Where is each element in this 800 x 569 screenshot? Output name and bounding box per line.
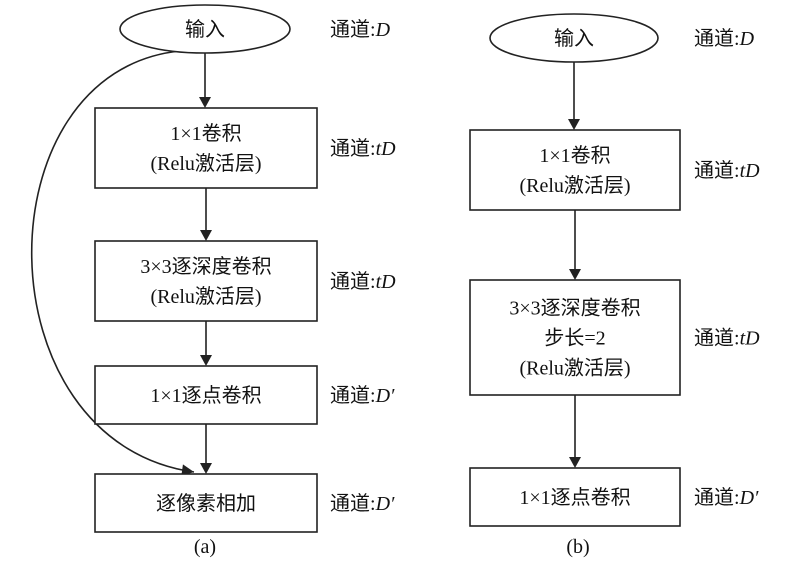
box-shape [469,467,681,527]
node-label-line: (Relu激活层) [150,152,261,175]
node-label-line: (Relu激活层) [519,357,630,380]
node-label-line: 1×1卷积 [170,122,241,145]
node-b-pwconv: 1×1逐点卷积 [469,467,681,527]
channel-symbol: D′ [739,487,759,509]
node-b-conv1: 1×1卷积 (Relu激活层) [469,129,681,211]
channel-annotation: 通道:tD [694,327,760,350]
node-a-dwconv: 3×3逐深度卷积 (Relu激活层) [94,240,318,322]
node-label-line: 3×3逐深度卷积 [140,255,271,278]
channel-annotation: 通道:tD [330,270,396,293]
node-label-line: 输入 [554,27,594,50]
diagram-a: 输入通道:D1×1卷积(Relu激活层)通道:tD3×3逐深度卷积(Relu激活… [30,4,396,558]
node-a-add: 逐像素相加 [94,473,318,533]
channel-symbol: tD [740,160,761,182]
channel-annotation: 通道:tD [330,137,396,160]
box-shape [94,107,318,189]
channel-symbol: tD [376,271,397,293]
ellipse-shape [489,13,659,63]
channel-annotation: 通道:D′ [330,492,395,515]
diagram-caption: (b) [566,536,589,558]
box-shape [94,365,318,425]
node-label-line: 逐像素相加 [156,492,256,515]
channel-annotation: 通道:D′ [694,486,759,509]
node-label-line: 输入 [185,18,225,41]
flow-arrow-b-input-to-b-conv1 [568,62,580,130]
box-shape [94,473,318,533]
box-shape [94,240,318,322]
flow-arrow-b-dwconv-to-b-pwconv [569,395,581,468]
flow-arrow-a-dwconv-to-a-pwconv [200,321,212,366]
ellipse-shape [119,4,291,54]
node-label-line: 1×1卷积 [539,144,610,167]
diagram-caption: (a) [194,536,216,558]
node-label-line: (Relu激活层) [150,285,261,308]
channel-label: 通道: [694,159,740,182]
channel-annotation: 通道:D′ [330,384,395,407]
channel-label: 通道: [330,492,376,515]
channel-annotation: 通道:D [694,27,755,50]
flow-arrow-a-conv1-to-a-dwconv [200,188,212,241]
flow-arrow-b-conv1-to-b-dwconv [569,210,581,280]
node-a-input: 输入 [119,4,291,54]
channel-label: 通道: [694,27,740,50]
box-shape [469,129,681,211]
channel-symbol: D [739,28,755,50]
node-label-line: 1×1逐点卷积 [519,486,630,509]
channel-label: 通道: [330,270,376,293]
channel-symbol: tD [376,138,397,160]
node-label-line: 步长=2 [544,327,605,350]
channel-label: 通道: [330,384,376,407]
node-label-line: (Relu激活层) [519,174,630,197]
flow-arrow-a-pwconv-to-a-add [200,424,212,474]
node-label-line: 1×1逐点卷积 [150,384,261,407]
channel-annotation: 通道:tD [694,159,760,182]
channel-symbol: D′ [375,493,395,515]
channel-annotation: 通道:D [330,18,391,41]
node-a-pwconv: 1×1逐点卷积 [94,365,318,425]
channel-label: 通道: [330,18,376,41]
flow-arrow-a-input-to-a-conv1 [199,53,211,108]
box-shape [469,279,681,396]
node-a-conv1: 1×1卷积 (Relu激活层) [94,107,318,189]
node-label-line: 3×3逐深度卷积 [509,297,640,320]
channel-symbol: D′ [375,385,395,407]
channel-symbol: tD [740,328,761,350]
channel-symbol: D [375,19,391,41]
diagram-b: 输入通道:D1×1卷积(Relu激活层)通道:tD3×3逐深度卷积步长=2(Re… [469,13,760,558]
channel-label: 通道: [694,327,740,350]
channel-label: 通道: [330,137,376,160]
channel-label: 通道: [694,486,740,509]
node-b-input: 输入 [489,13,659,63]
